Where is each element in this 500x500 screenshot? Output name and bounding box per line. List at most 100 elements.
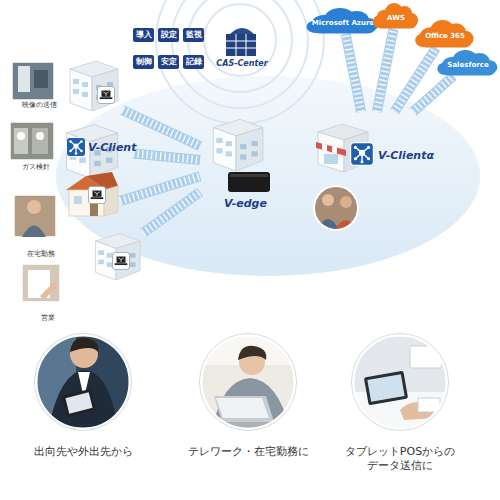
shop-customer-photo [312,184,360,232]
command-button: 監視 [183,28,204,42]
node-text: V-edge [224,197,280,211]
cloud-service: Microsoft Azure [305,8,381,34]
photo-circle [354,336,447,429]
pipe-stripes [413,76,454,112]
node-text: テレワーク・在宅勤務に [183,445,313,459]
use-case-photo [214,396,274,422]
pipe-connector [143,192,200,233]
buildings [96,234,141,280]
node-text: 安定 [158,55,179,69]
node-text: AWS [372,14,420,23]
shop-customer-photo [312,184,360,232]
edge-device [228,172,270,192]
pipe-connector [143,192,200,233]
pipe-connector [133,153,200,160]
client-site: V-Clientα [308,112,430,190]
pipe-stripes [346,34,362,112]
site-photos [10,62,60,302]
client-icons [67,138,86,157]
use-case: 出向先や外出先から [18,333,148,483]
cloud-service: Salesforce [436,50,500,76]
site-photos [27,200,41,214]
pipe-stripes [143,192,200,233]
node-text: Microsoft Azure [305,19,381,28]
use-case-photo [201,335,295,429]
wireless-waves [188,0,292,92]
command-button: 記録 [183,55,204,69]
photo-circle [18,333,148,483]
server-icon [230,28,254,34]
command-button: 安定 [158,55,179,69]
server-icon [226,34,256,56]
use-case: タブレットPOSからの データ送信に [335,333,465,483]
node-text: 出向先や外出先から [18,445,148,459]
cloud-service: Office 365 [414,20,476,48]
use-case: テレワーク・在宅勤務に [183,333,313,483]
node-text: 映像の送信 [13,101,65,110]
site-photos [34,70,48,88]
use-case-photo [238,346,266,360]
pipe-connector [413,76,454,112]
use-case-photo [36,335,130,429]
photo-circle [183,333,313,483]
use-case-photo [62,389,96,418]
server-icon [226,34,256,56]
pipe-connector [133,153,200,160]
site-photos [12,62,54,100]
remote-site: 在宅勤務 [5,178,120,260]
command-button: 設定 [158,28,179,42]
pipe-stripes [133,153,200,160]
use-case-photo [367,374,404,402]
shop-customer-photo [322,194,334,206]
photo-circle [200,334,297,431]
edge-device [230,174,268,177]
client-icons [97,86,114,103]
cloud-service: AWS [372,3,420,29]
node-text: V-Clientα [378,149,452,163]
remote-site: 営業 [18,232,143,324]
use-case-photo [201,335,295,430]
photo-circle [202,336,295,429]
wireless-waves [156,0,324,124]
node-text: 監視 [183,28,204,42]
buildings [213,119,263,171]
use-case-photo [70,338,98,352]
server-icon [226,28,256,56]
edge-device [228,172,270,192]
photo-circle [37,336,130,429]
remote-site: 映像の送信 [5,58,127,110]
node-text: 在宅勤務 [15,250,67,259]
photo-circle [35,334,132,431]
product-label: V-Client [88,141,136,154]
pipe-connector [377,29,394,112]
photo-frame [314,186,358,230]
site-photos [18,66,30,92]
node-text: タブレットPOSからの データ送信に [335,445,465,473]
client-icons [88,186,105,203]
node-text: 記録 [183,55,204,69]
pipe-connector [346,34,362,112]
client-icons [351,143,374,166]
use-case-photo [410,346,442,368]
node-text: Office 365 [414,32,476,41]
buildings [66,172,118,216]
node-text: CAS-Center [210,59,274,69]
node-text: 導入 [133,28,154,42]
photo-circle [352,334,449,431]
pipe-connector [413,76,454,112]
edge-gateway: V-edge [200,115,278,213]
use-case-photo [36,335,130,430]
pipe-connector [346,34,362,112]
use-case-photo [216,398,269,418]
site-photos [36,132,44,140]
client-icons [112,252,129,269]
client-icons [67,86,374,269]
pipe-connector [377,29,394,112]
buildings [66,61,368,280]
node-text: 設定 [158,28,179,42]
site-photos [32,128,48,154]
site-photos [14,128,28,154]
